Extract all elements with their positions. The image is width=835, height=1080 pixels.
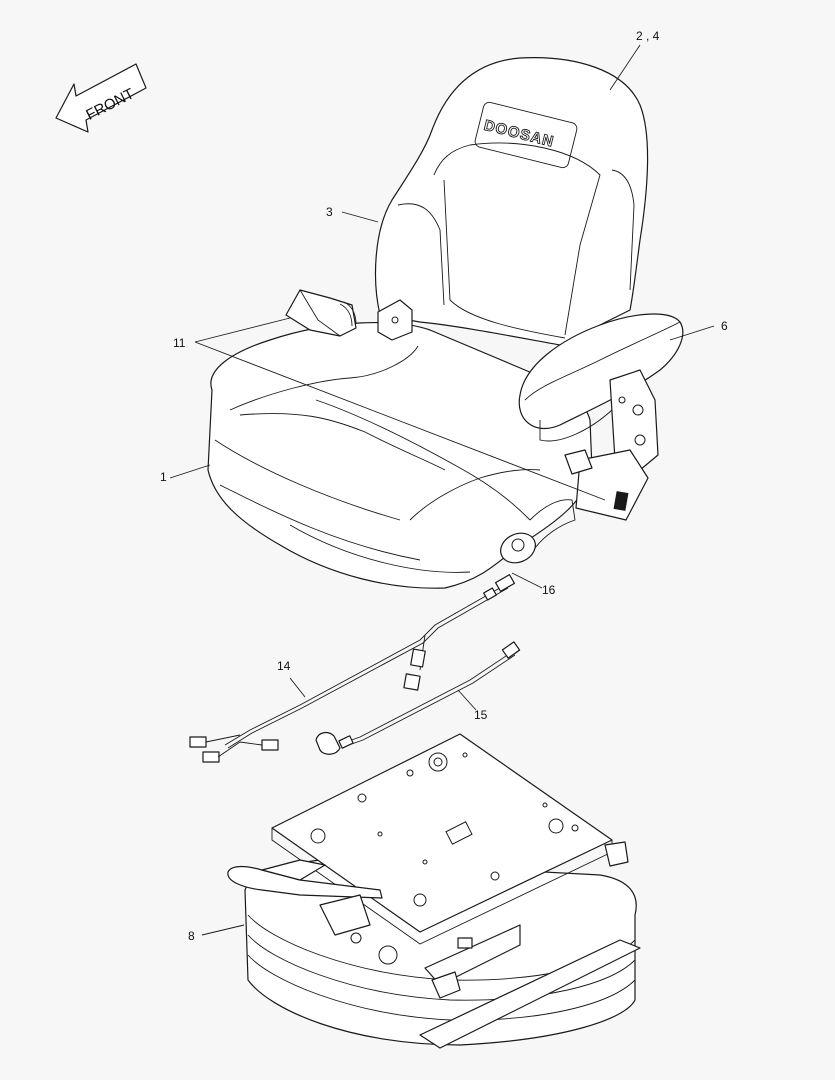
- seat-cushion: [207, 321, 593, 589]
- callout-3: 3: [326, 205, 333, 219]
- callout-labels: 1 2 , 4 3 6 8 11 14 15 16: [160, 29, 728, 943]
- callout-6: 6: [721, 319, 728, 333]
- seat-belt-buckle: [285, 289, 357, 337]
- callout-16: 16: [542, 583, 556, 597]
- seat-suspension: [227, 733, 641, 1049]
- adjustment-knob: [500, 499, 576, 564]
- wiring-harness-14: [189, 574, 516, 763]
- armrest: [518, 313, 684, 471]
- callout-11: 11: [173, 336, 186, 350]
- callout-2-4: 2 , 4: [636, 29, 660, 43]
- callout-1: 1: [160, 470, 167, 484]
- callout-15: 15: [474, 708, 488, 722]
- side-label-plate: [564, 449, 649, 521]
- leader-lines: [169, 44, 715, 936]
- callout-8: 8: [188, 929, 195, 943]
- front-direction-arrow: FRONT: [55, 63, 147, 133]
- callout-14: 14: [277, 659, 291, 673]
- backrest-bracket: [377, 299, 413, 341]
- seat-backrest: DOOSAN: [374, 57, 649, 346]
- wiring-harness-15: [315, 641, 521, 755]
